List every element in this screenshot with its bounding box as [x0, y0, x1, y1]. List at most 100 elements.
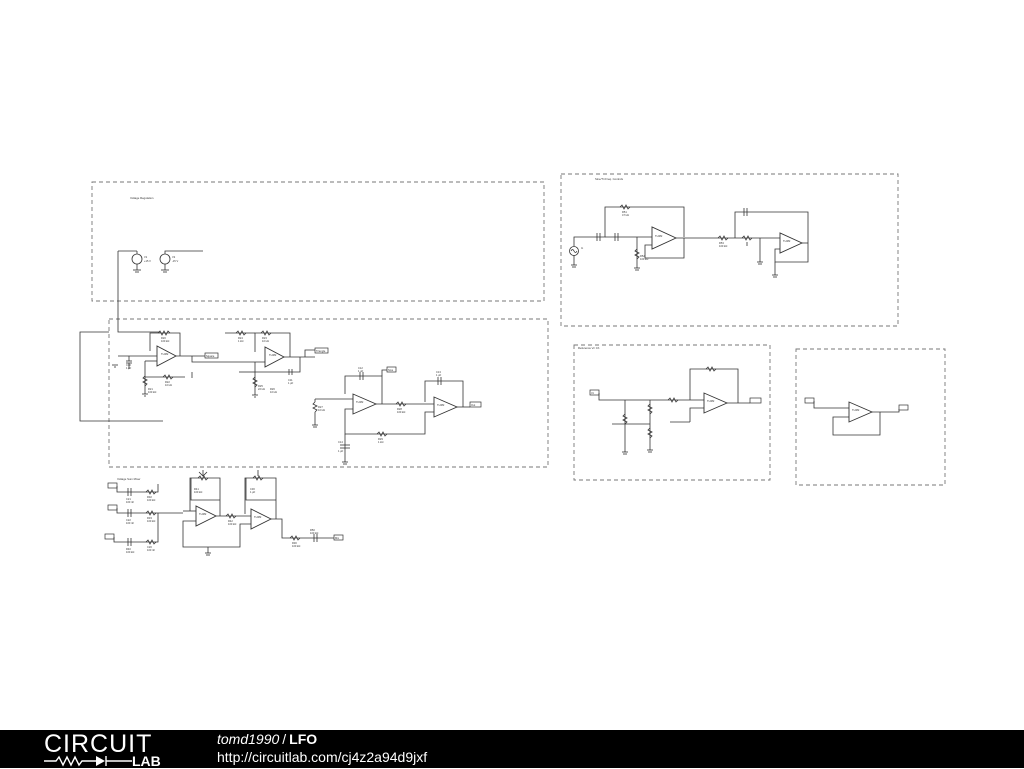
byline: tomd1990/LFO	[217, 731, 317, 748]
wire-u4-lower	[344, 408, 434, 435]
opamp-u8	[779, 232, 804, 254]
logo-resistor-diode-icon	[44, 755, 132, 767]
r32-value: 100 kΩ	[147, 519, 155, 523]
c30-value: 100 kΩ	[310, 531, 318, 535]
wire-u6-out	[271, 518, 334, 539]
c12-value: 1 µF	[358, 369, 364, 373]
u2-model: TL082	[269, 353, 277, 357]
circuitlab-logo[interactable]: CIRCUIT LAB	[44, 730, 179, 768]
r52-ref: R53	[719, 241, 724, 245]
resistor-r29	[376, 431, 388, 437]
voltage-source-v2: V2 -15 V	[159, 253, 178, 273]
r23-value: 10 kΩ	[262, 339, 269, 343]
u8-model: TL082	[783, 239, 791, 243]
r29-value: 1 kΩ	[378, 440, 383, 444]
opamp-u3	[352, 393, 378, 415]
vin-label: In	[581, 246, 584, 250]
net-label-out-text: Out	[471, 403, 475, 407]
r25-value: 22 kΩ	[258, 387, 265, 391]
resistor-r25	[252, 376, 258, 388]
r40-ref: R41	[194, 487, 199, 491]
r22-value: 10 kΩ	[165, 383, 172, 387]
r41-value: 100 kΩ	[228, 522, 236, 526]
r27-ref: R27	[318, 405, 323, 409]
resistor-r22	[162, 374, 174, 380]
circuit-url-link[interactable]: http://circuitlab.com/cj4z2a94d9jxf	[217, 749, 428, 765]
opamp-u5	[195, 505, 218, 527]
resistor-r24	[235, 330, 247, 336]
r24-ref: R24	[238, 336, 243, 340]
voltage-regulation-box	[91, 181, 545, 302]
net-label-buffer-in	[804, 397, 815, 404]
r32-ref: R33	[147, 516, 152, 520]
pot-r53	[741, 235, 753, 241]
u4-model: TL082	[437, 403, 445, 407]
r20-ref: R20	[161, 336, 166, 340]
net-label-mix-out	[333, 534, 344, 541]
net-label-buffer-out	[898, 404, 909, 411]
r31-ref: R32	[147, 495, 152, 499]
r51-value: 100 kΩ	[640, 257, 648, 261]
opamp-u2	[264, 346, 285, 368]
buffer-box	[795, 348, 946, 486]
net-label-vc	[589, 389, 600, 396]
net-label-out	[469, 401, 482, 408]
r21-value: 100 kΩ	[148, 390, 156, 394]
net-label-square	[204, 352, 219, 359]
resistor-vc-4	[667, 397, 679, 403]
opamp-u10	[848, 401, 874, 423]
circuit-title[interactable]: LFO	[289, 731, 318, 747]
c13-value: 1 µF	[436, 373, 442, 377]
c22-value: 100 kΩ	[126, 550, 134, 554]
c22-ref: R40	[126, 547, 131, 551]
resistor-r23	[260, 330, 272, 336]
r30-ref: R30	[292, 541, 297, 545]
footer-bar: CIRCUIT LAB tomd1990/LFO http://circuitl…	[0, 730, 1024, 768]
r28-value: 100 kΩ	[397, 410, 405, 414]
u6-model: TL082	[254, 515, 262, 519]
wire-u3-fb	[344, 375, 383, 404]
r52-value: 100 kΩ	[719, 244, 727, 248]
r22-ref: R22	[165, 380, 170, 384]
net-label-mix-3	[104, 533, 115, 540]
r26-ref: R26	[270, 387, 275, 391]
r33-ref: C20	[147, 545, 152, 549]
net-label-mix-1	[107, 482, 118, 489]
resistor-r27	[312, 401, 318, 413]
c12-ref: C12	[358, 366, 363, 370]
logo-text-circuit: CIRCUIT	[44, 730, 153, 758]
resistor-vc-3	[647, 427, 653, 439]
resistor-r31	[145, 489, 157, 495]
r21-ref: R21	[148, 387, 153, 391]
r28-ref: R28	[397, 407, 402, 411]
opamp-u7	[651, 226, 678, 250]
u1-model: TL082	[161, 352, 169, 356]
u10-model: TL082	[852, 408, 860, 412]
net-label-vc-out	[749, 397, 762, 404]
r25-ref: R25	[258, 384, 263, 388]
resistor-vc-1	[622, 413, 628, 425]
resistor-vc-2	[647, 403, 653, 415]
net-label-square-text: Square	[206, 354, 215, 358]
section-label-voltage-regulation: Voltage Regulation	[130, 196, 154, 200]
c14-ref: C14	[338, 440, 343, 444]
pot-r40	[197, 475, 209, 481]
byline-separator: /	[282, 731, 287, 747]
c21-value: 100 nF	[126, 521, 134, 525]
wire-u2-c11	[255, 357, 301, 373]
sine-tri-box	[560, 173, 899, 327]
r50-value: 47 kΩ	[622, 213, 629, 217]
section-label-voltage-sum: Voltage Sum Mixer	[117, 477, 141, 481]
r30-value: 100 kΩ	[292, 544, 300, 548]
lfo-core-box	[108, 318, 549, 468]
wire-u4-fb	[424, 380, 464, 407]
wire-u6-fb	[244, 477, 277, 519]
wire-u1-u2	[191, 356, 265, 363]
resistor-r32	[145, 510, 157, 516]
reference-vc-box	[573, 344, 771, 481]
r27-value: 10 kΩ	[318, 408, 325, 412]
supply-wire-left	[79, 331, 163, 422]
author-link[interactable]: tomd1990	[217, 731, 280, 747]
supply-wire	[117, 251, 160, 333]
c30-ref: R50	[310, 528, 315, 532]
